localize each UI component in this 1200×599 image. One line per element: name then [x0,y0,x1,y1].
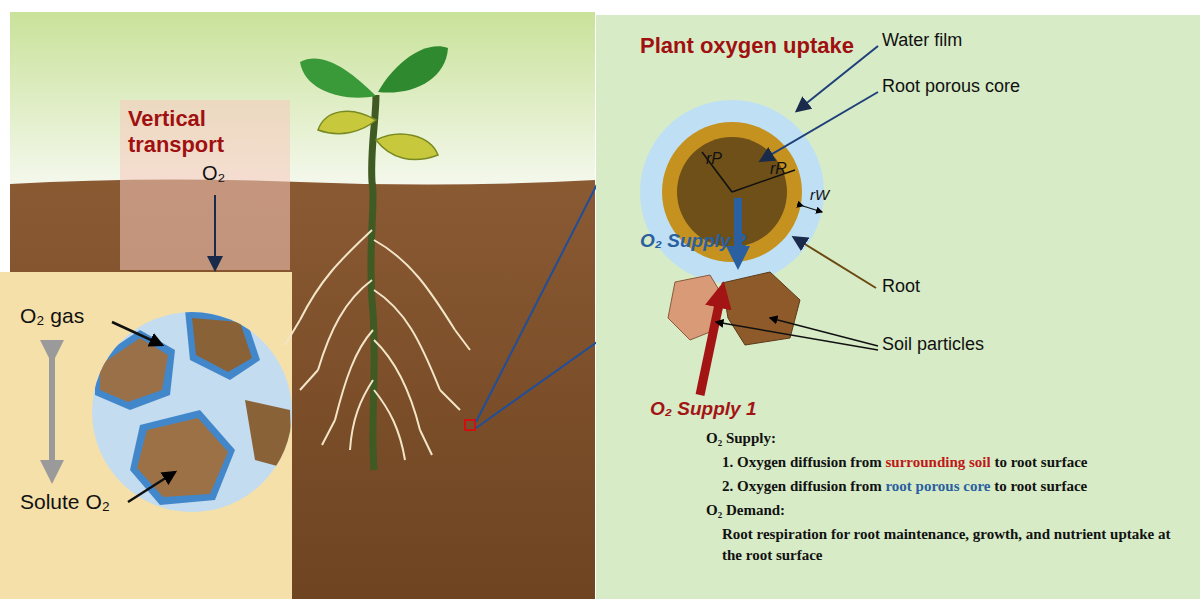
dimension-label: rW [810,186,829,203]
transport-box: Vertical transportO₂ [120,100,290,270]
note-text: to root surface [994,478,1087,494]
gas-label: O₂ gas [20,304,84,328]
gas-label: O₂ [202,162,225,185]
note-text: 1. Oxygen diffusion from [722,454,882,470]
part-label: Root [882,276,920,297]
note-text: to root surface [994,454,1087,470]
note-text: O₂ Supply: [706,430,776,446]
soil-inset-box: O₂ gasSolute O₂ [0,272,292,599]
dimension-label: rR [770,160,787,178]
part-label: Water film [882,30,962,51]
note-text: Root respiration for root maintenance, g… [722,526,1170,563]
note-text: O₂ Demand: [706,502,785,518]
supply-label: O₂ Supply 2 [640,230,747,252]
part-label: Soil particles [882,334,984,355]
uptake-panel: Plant oxygen uptake [596,15,1200,599]
note-line: 1. Oxygen diffusion from surrounding soi… [722,452,1192,473]
note-text: 2. Oxygen diffusion from [722,478,882,494]
supply-label: O₂ Supply 1 [650,398,757,420]
highlight-text: surrounding soil [885,454,990,470]
note-line: 2. Oxygen diffusion from root porous cor… [722,476,1192,497]
note-line: O₂ Supply: [706,428,1186,449]
panel-heading: Vertical transport [128,106,288,158]
panel-heading: Plant oxygen uptake [640,33,854,59]
part-label: Root porous core [882,76,1020,97]
note-line: Root respiration for root maintenance, g… [722,524,1192,566]
solute-label: Solute O₂ [20,490,110,514]
note-line: O₂ Demand: [706,500,1186,521]
dimension-label: rP [706,150,722,168]
highlight-text: root porous core [885,478,990,494]
